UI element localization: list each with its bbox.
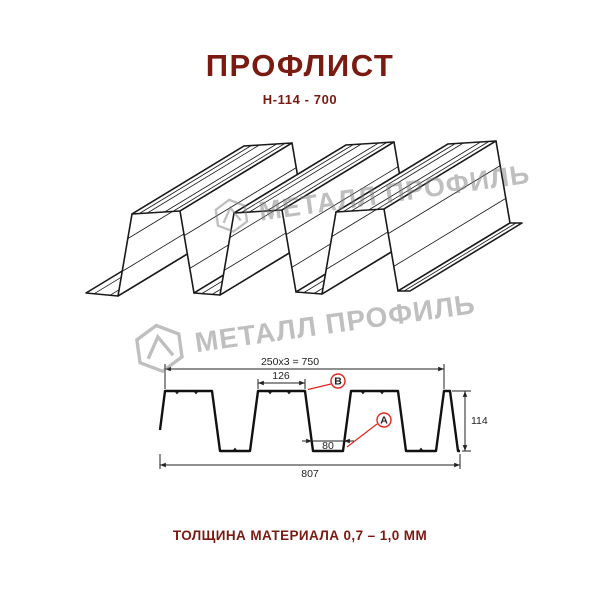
dim-valley-width: 80 — [302, 438, 354, 452]
sheet-3d — [85, 140, 523, 297]
header: ПРОФЛИСТ Н-114 - 700 — [0, 48, 600, 107]
product-code: Н-114 - 700 — [262, 92, 338, 107]
marker-a-label: А — [380, 415, 388, 427]
cross-section-drawing: 250x3 = 750 126 80 807 114 В А — [158, 356, 488, 480]
dim-valley-width-label: 80 — [322, 440, 334, 452]
dim-overall-width: 807 — [159, 454, 461, 480]
profile-outline — [158, 389, 460, 453]
isometric-profile-drawing — [85, 140, 523, 297]
marker-b-label: В — [334, 376, 342, 388]
marker-a: А — [346, 412, 392, 448]
stiffener-notches — [174, 390, 424, 452]
dim-overall-width-label: 807 — [301, 468, 319, 480]
page-title: ПРОФЛИСТ — [205, 48, 395, 83]
dim-flange-width: 126 — [257, 370, 306, 389]
dim-height-label: 114 — [471, 415, 488, 427]
dim-height: 114 — [452, 390, 488, 452]
dim-pitch-total-label: 250x3 = 750 — [261, 356, 319, 368]
dim-pitch-total: 250x3 = 750 — [164, 356, 445, 389]
thickness-note: ТОЛЩИНА МАТЕРИАЛА 0,7 – 1,0 ММ — [172, 528, 428, 543]
dim-flange-width-label: 126 — [272, 370, 290, 382]
marker-b: В — [307, 373, 346, 391]
